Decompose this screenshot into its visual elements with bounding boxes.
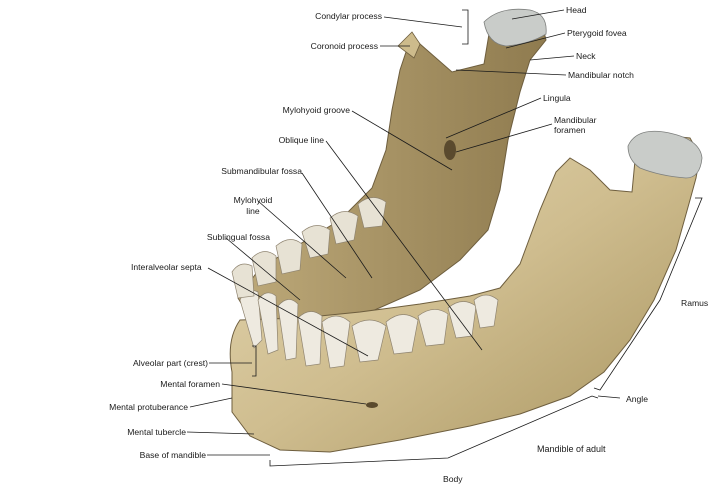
mandible-body: [229, 133, 701, 453]
condylar-head-left: [483, 8, 547, 47]
label-alveolar-part: Alveolar part (crest): [133, 358, 208, 368]
near-teeth: [239, 289, 499, 369]
label-interalveolar-septa: Interalveolar septa: [131, 262, 202, 272]
label-oblique-line: Oblique line: [278, 135, 324, 145]
label-mental-foramen: Mental foramen: [160, 379, 220, 389]
label-submandibular-fossa: Submandibular fossa: [221, 166, 302, 176]
label-mandibular-notch: Mandibular notch: [568, 70, 634, 80]
label-neck: Neck: [576, 51, 596, 61]
body-bracket: [269, 395, 599, 467]
label-angle: Angle: [626, 394, 648, 404]
label-mental-protuberance: Mental protuberance: [109, 402, 188, 412]
label-ramus: Ramus: [681, 298, 709, 308]
mandibular-foramen: [444, 140, 456, 160]
label-head: Head: [566, 5, 587, 15]
label-mylohyoid-groove: Mylohyoid groove: [282, 105, 350, 115]
label-coronoid-process: Coronoid process: [310, 41, 378, 51]
alveolar-bracket: [252, 345, 257, 377]
label-mandibular-foramen-1: Mandibular: [554, 115, 597, 125]
label-body: Body: [443, 474, 463, 484]
ramus-bracket: [593, 197, 703, 391]
leader-lines: [186, 9, 621, 456]
figure-caption: Mandible of adult: [537, 444, 606, 454]
label-lingula: Lingula: [543, 93, 571, 103]
coronoid-process: [397, 31, 421, 59]
label-condylar-process: Condylar process: [315, 11, 382, 21]
far-teeth: [231, 197, 387, 299]
label-mylohyoid-line-1: Mylohyoid: [233, 195, 273, 205]
label-mental-tubercle: Mental tubercle: [127, 427, 186, 437]
label-pterygoid-fovea: Pterygoid fovea: [567, 28, 627, 38]
label-mandibular-foramen-2: foramen: [554, 125, 586, 135]
label-mylohyoid-line-2: line: [246, 206, 260, 216]
mental-foramen: [366, 402, 378, 408]
condylar-bracket: [462, 9, 469, 45]
label-sublingual-fossa: Sublingual fossa: [206, 232, 270, 242]
condylar-head-right: [627, 130, 703, 179]
label-base-of-mandible: Base of mandible: [139, 450, 206, 460]
